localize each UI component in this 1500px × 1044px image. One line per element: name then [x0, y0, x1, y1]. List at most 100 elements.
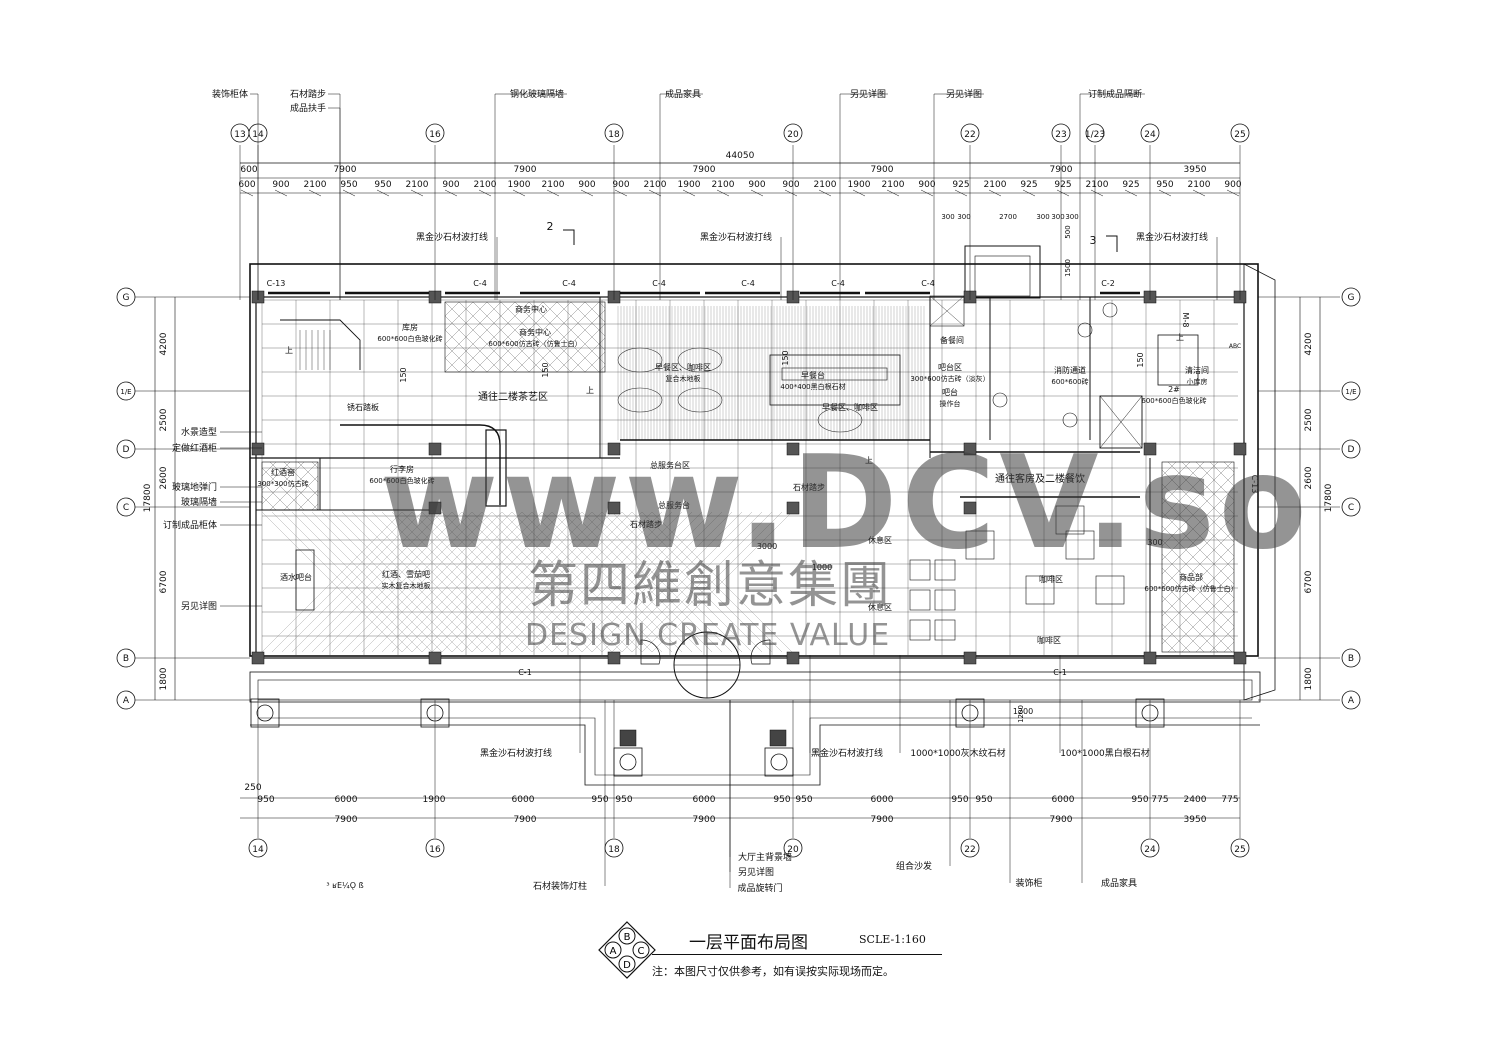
dimension-top-row1: 7900: [1050, 165, 1073, 175]
stair-lobby-inner: [974, 255, 1031, 297]
section-mark-symbol: [1106, 235, 1118, 252]
diag-line: [297, 461, 319, 483]
hatch-line: [291, 511, 433, 653]
dimension-top-row2: 2100: [984, 180, 1007, 190]
sofa-seat: [934, 619, 956, 641]
diag-line: [584, 301, 606, 323]
dimension-tick: [784, 189, 798, 197]
cafe-table: [1055, 505, 1085, 535]
dimension-top-row2: 900: [272, 180, 289, 190]
diag-line: [1161, 473, 1235, 547]
axis-label-top: 1/23: [1085, 130, 1105, 140]
axis-label-bottom: 25: [1234, 845, 1245, 855]
callout-top: 石材踏步: [290, 88, 326, 100]
misc-label: 上: [586, 386, 594, 395]
diag-line: [1161, 511, 1235, 585]
terrace-inner: [257, 679, 1253, 701]
dimension-top-row2: 950: [374, 180, 391, 190]
dimension-top-row2: 900: [918, 180, 935, 190]
diag-line: [261, 495, 277, 511]
dimension-bottom-row2: 3950: [1184, 815, 1207, 825]
axis-bubble-bottom: [960, 838, 980, 858]
dimension-tick: [1090, 189, 1104, 197]
room-material: 300*600仿古砖（淡灰）: [910, 374, 989, 383]
room-name: 清洁间: [1185, 365, 1209, 375]
axis-label-bottom: 22: [964, 845, 975, 855]
room-name: 早餐区、咖啡区: [822, 402, 878, 412]
dimension-top-row2: 2100: [304, 180, 327, 190]
elevation-mark: C-13: [267, 279, 286, 288]
dimension-tick: [886, 189, 900, 197]
misc-label: 150: [781, 350, 790, 365]
diag-line: [1161, 539, 1235, 613]
diag-line: [1161, 529, 1235, 603]
dimension-top-row1: 7900: [514, 165, 537, 175]
dimension-tick: [410, 189, 424, 197]
callout-bottom: 大厅主背景墙: [738, 851, 792, 863]
axis-label-bottom: 16: [429, 845, 441, 855]
diag-line: [1209, 461, 1235, 487]
room-name: 咖啡区: [1037, 635, 1061, 645]
callout-left: 玻璃隔墙: [181, 496, 217, 508]
dimension-tick: [308, 189, 322, 197]
hatch-line: [631, 511, 773, 653]
axis-bubble-bottom: [248, 838, 268, 858]
structural-column: [1233, 442, 1247, 456]
axis-label-left: 1/E: [120, 388, 131, 396]
drawing-scale: SCLE-1:160: [859, 933, 926, 946]
axis-bubble-top: [960, 123, 980, 143]
dimension-bottom-row1: 950: [1131, 795, 1148, 805]
diag-line: [458, 301, 530, 373]
hatch-line: [501, 511, 643, 653]
dimension-right: 6700: [1304, 570, 1314, 593]
axis-bubble-top: [604, 123, 624, 143]
dining-table: [617, 387, 663, 413]
dimension-bottom-row1: 775: [1151, 795, 1168, 805]
dimension-top-row2: 2100: [712, 180, 735, 190]
elevation-mark: M-8: [1181, 313, 1190, 328]
axis-bubble-left: [116, 381, 136, 401]
room-name: 商务中心: [519, 327, 551, 337]
room-name: 红酒、雪茄吧: [382, 569, 430, 579]
stair-2-box: [1157, 334, 1199, 386]
room-name: 酒水吧台: [280, 572, 312, 582]
dimension-bottom-row1: 950: [975, 795, 992, 805]
diag-line: [556, 323, 606, 373]
dimension-tick: [954, 189, 968, 197]
sofa-seat: [934, 559, 956, 581]
elevation-mark: C-4: [473, 279, 487, 288]
diag-line: [1181, 461, 1235, 515]
diag-line: [1167, 585, 1235, 653]
room-name: 休息区: [868, 602, 892, 612]
axis-label-left: G: [123, 293, 130, 303]
diag-line: [1161, 553, 1235, 627]
lamp-pillar-base: [613, 747, 643, 777]
dimension-top-row1: 7900: [871, 165, 894, 175]
callout-bottom: 成品家具: [1101, 877, 1137, 889]
axis-bubble-bottom: [425, 838, 445, 858]
room-name: 石材踏步: [630, 519, 662, 529]
diag-line: [261, 467, 305, 511]
dimension-top-row2: 2100: [814, 180, 837, 190]
elevation-mark: C-4: [562, 279, 576, 288]
diag-line: [472, 301, 544, 373]
diag-line: [570, 337, 606, 373]
dimension-tick: [716, 189, 730, 197]
callout-bottom: 黑金沙石材波打线: [811, 747, 883, 759]
diag-line: [261, 461, 291, 491]
axis-label-right: 1/E: [1345, 388, 1356, 396]
hatch-line: [261, 511, 403, 653]
dimension-overall: 44050: [726, 151, 755, 161]
hatch-line: [511, 511, 653, 653]
lamp-pillar-base: [250, 698, 280, 728]
axis-label-left: A: [123, 696, 130, 706]
dimension-small: 300: [1036, 213, 1049, 221]
room-name: 石材踏步: [793, 482, 825, 492]
dimension-bottom-row2: 7900: [693, 815, 716, 825]
compass-symbol: B C D A: [598, 921, 656, 979]
diag-line: [1161, 623, 1191, 653]
axis-bubble-left: [116, 287, 136, 307]
dimension-bottom-row1: 2400: [1184, 795, 1207, 805]
callout-inner: 黑金沙石材波打线: [1136, 231, 1208, 243]
